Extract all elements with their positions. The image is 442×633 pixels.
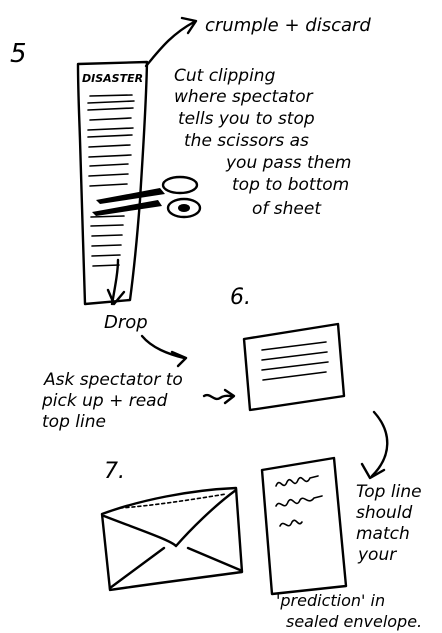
dropped-clipping-lines (262, 342, 328, 380)
read-arrow (204, 390, 234, 403)
clipping-headline: DISASTER (82, 72, 143, 85)
step-5-number: 5 (10, 39, 27, 69)
prediction-scribble (276, 476, 322, 526)
step-5-line: where spectator (174, 87, 314, 107)
clipping-text-lines (88, 95, 134, 266)
step-6-number: 6. (230, 285, 251, 310)
spectator-arrow (142, 336, 186, 366)
envelope-icon (102, 488, 242, 590)
step-7-line: 'prediction' in (276, 591, 385, 610)
scissors-icon (92, 177, 200, 217)
newspaper-clipping: DISASTER (78, 62, 147, 304)
step-7-result: Top line should match your 'prediction' … (276, 482, 422, 631)
step-7-line: should (356, 503, 413, 523)
step-6-instructions: Ask spectator to pick up + read top line (41, 370, 183, 432)
step-7-line: your (357, 545, 397, 565)
step-7-line: Top line (356, 482, 422, 502)
drop-arrow (108, 260, 124, 304)
step-5-line: tells you to stop (178, 109, 315, 129)
next-step-arrow (362, 412, 387, 478)
step-6-line: pick up + read (41, 391, 168, 411)
discard-note: crumple + discard (205, 15, 371, 36)
step-5-line: top to bottom (232, 175, 349, 195)
prediction-card (262, 458, 346, 594)
step-5-line: of sheet (252, 199, 322, 219)
step-5-line: you pass them (225, 153, 351, 173)
step-6-line: top line (42, 412, 106, 432)
step-6-line: Ask spectator to (43, 370, 183, 390)
step-5-line: Cut clipping (174, 66, 276, 86)
discard-arrow (146, 18, 196, 66)
step-5-instructions: Cut clipping where spectator tells you t… (174, 66, 351, 219)
step-5-line: the scissors as (184, 131, 309, 151)
step-7-line: sealed envelope. (286, 612, 422, 631)
step-7-line: match (356, 524, 410, 544)
step-7-number: 7. (104, 459, 125, 484)
dropped-clipping (244, 324, 344, 410)
drop-label: Drop (104, 312, 148, 333)
